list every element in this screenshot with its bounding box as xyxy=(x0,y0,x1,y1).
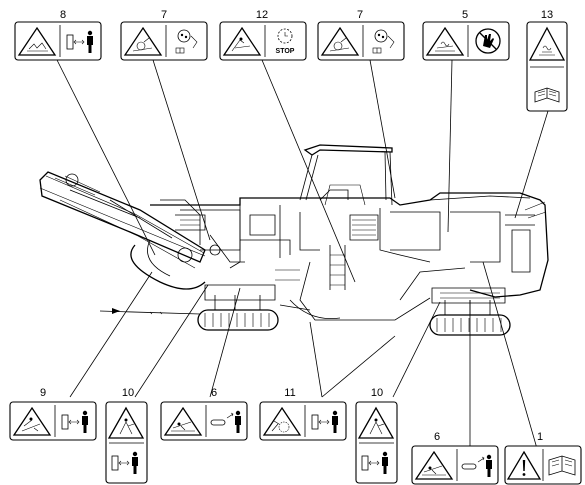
general-warning-triangle-icon xyxy=(506,450,542,480)
safety-sign-6a xyxy=(160,401,248,441)
keep-distance-icon xyxy=(61,410,88,433)
callout-number-11: 11 xyxy=(284,387,295,399)
no-touch-prohibition-icon xyxy=(475,28,501,54)
callout-number-7a: 7 xyxy=(161,9,167,21)
callout-number-13: 13 xyxy=(541,9,553,21)
ground-reference-line xyxy=(99,308,201,315)
safety-sign-11 xyxy=(259,401,347,441)
maintenance-manual-icon xyxy=(372,29,395,54)
callout-number-12: 12 xyxy=(256,9,268,21)
hot-hazard-warning-icon xyxy=(528,26,566,61)
safety-sign-8 xyxy=(14,21,102,61)
operator-canopy xyxy=(299,144,393,206)
leader-lines xyxy=(56,59,549,453)
crushing-hazard-warning-icon xyxy=(414,450,454,480)
safety-sign-13 xyxy=(526,21,568,112)
stop-label: STOP xyxy=(276,48,295,55)
callout-numbers: 8 7 12 7 5 13 9 10 6 11 10 6 1 xyxy=(40,9,553,443)
safety-sign-10a xyxy=(105,401,148,484)
safety-sign-10b xyxy=(355,401,398,484)
keep-distance-icon xyxy=(311,410,338,433)
safety-sign-6b xyxy=(411,445,499,485)
keep-distance-icon xyxy=(461,454,492,477)
callout-number-5: 5 xyxy=(462,9,468,21)
safety-sign-12: STOP xyxy=(219,21,307,61)
callout-number-6a: 6 xyxy=(211,387,217,399)
articulation-crush-warning-icon xyxy=(17,26,57,56)
safety-sign-9 xyxy=(9,401,97,441)
callout-number-7b: 7 xyxy=(357,9,363,21)
crushing-hazard-warning-icon xyxy=(163,406,203,436)
callout-number-10a: 10 xyxy=(122,387,134,399)
conveyor-hazard-warning-icon xyxy=(12,406,52,436)
loading-conveyor xyxy=(39,171,206,290)
keep-distance-icon xyxy=(66,30,93,53)
rotating-parts-warning-icon xyxy=(320,26,360,56)
callout-number-9: 9 xyxy=(40,387,46,399)
keep-distance-icon xyxy=(361,451,388,474)
safety-sign-7b xyxy=(317,21,405,61)
safety-sign-7a xyxy=(120,21,208,61)
read-manual-book-icon xyxy=(548,455,576,476)
callout-number-6b: 6 xyxy=(434,431,440,443)
machine-body xyxy=(150,189,549,321)
callout-number-10b: 10 xyxy=(371,387,383,399)
keep-distance-icon xyxy=(210,410,241,433)
maintenance-manual-icon xyxy=(175,29,198,54)
safety-sign-1 xyxy=(504,445,582,485)
hot-surface-warning-icon xyxy=(425,26,465,56)
milling-drum-warning-icon xyxy=(262,406,302,436)
cutting-hazard-warning-icon xyxy=(222,26,262,56)
rotating-parts-warning-icon xyxy=(123,26,163,56)
safety-sign-5 xyxy=(422,21,510,61)
callout-number-8: 8 xyxy=(60,9,66,21)
cold-milling-machine-drawing xyxy=(39,144,549,336)
crushing-warning-icon xyxy=(107,406,145,439)
read-manual-book-icon xyxy=(534,87,560,103)
stop-engine-icon: STOP xyxy=(276,28,295,55)
keep-distance-icon xyxy=(111,451,138,474)
callout-number-1: 1 xyxy=(537,431,543,443)
front-track xyxy=(197,284,279,331)
crushing-warning-icon xyxy=(357,406,395,439)
